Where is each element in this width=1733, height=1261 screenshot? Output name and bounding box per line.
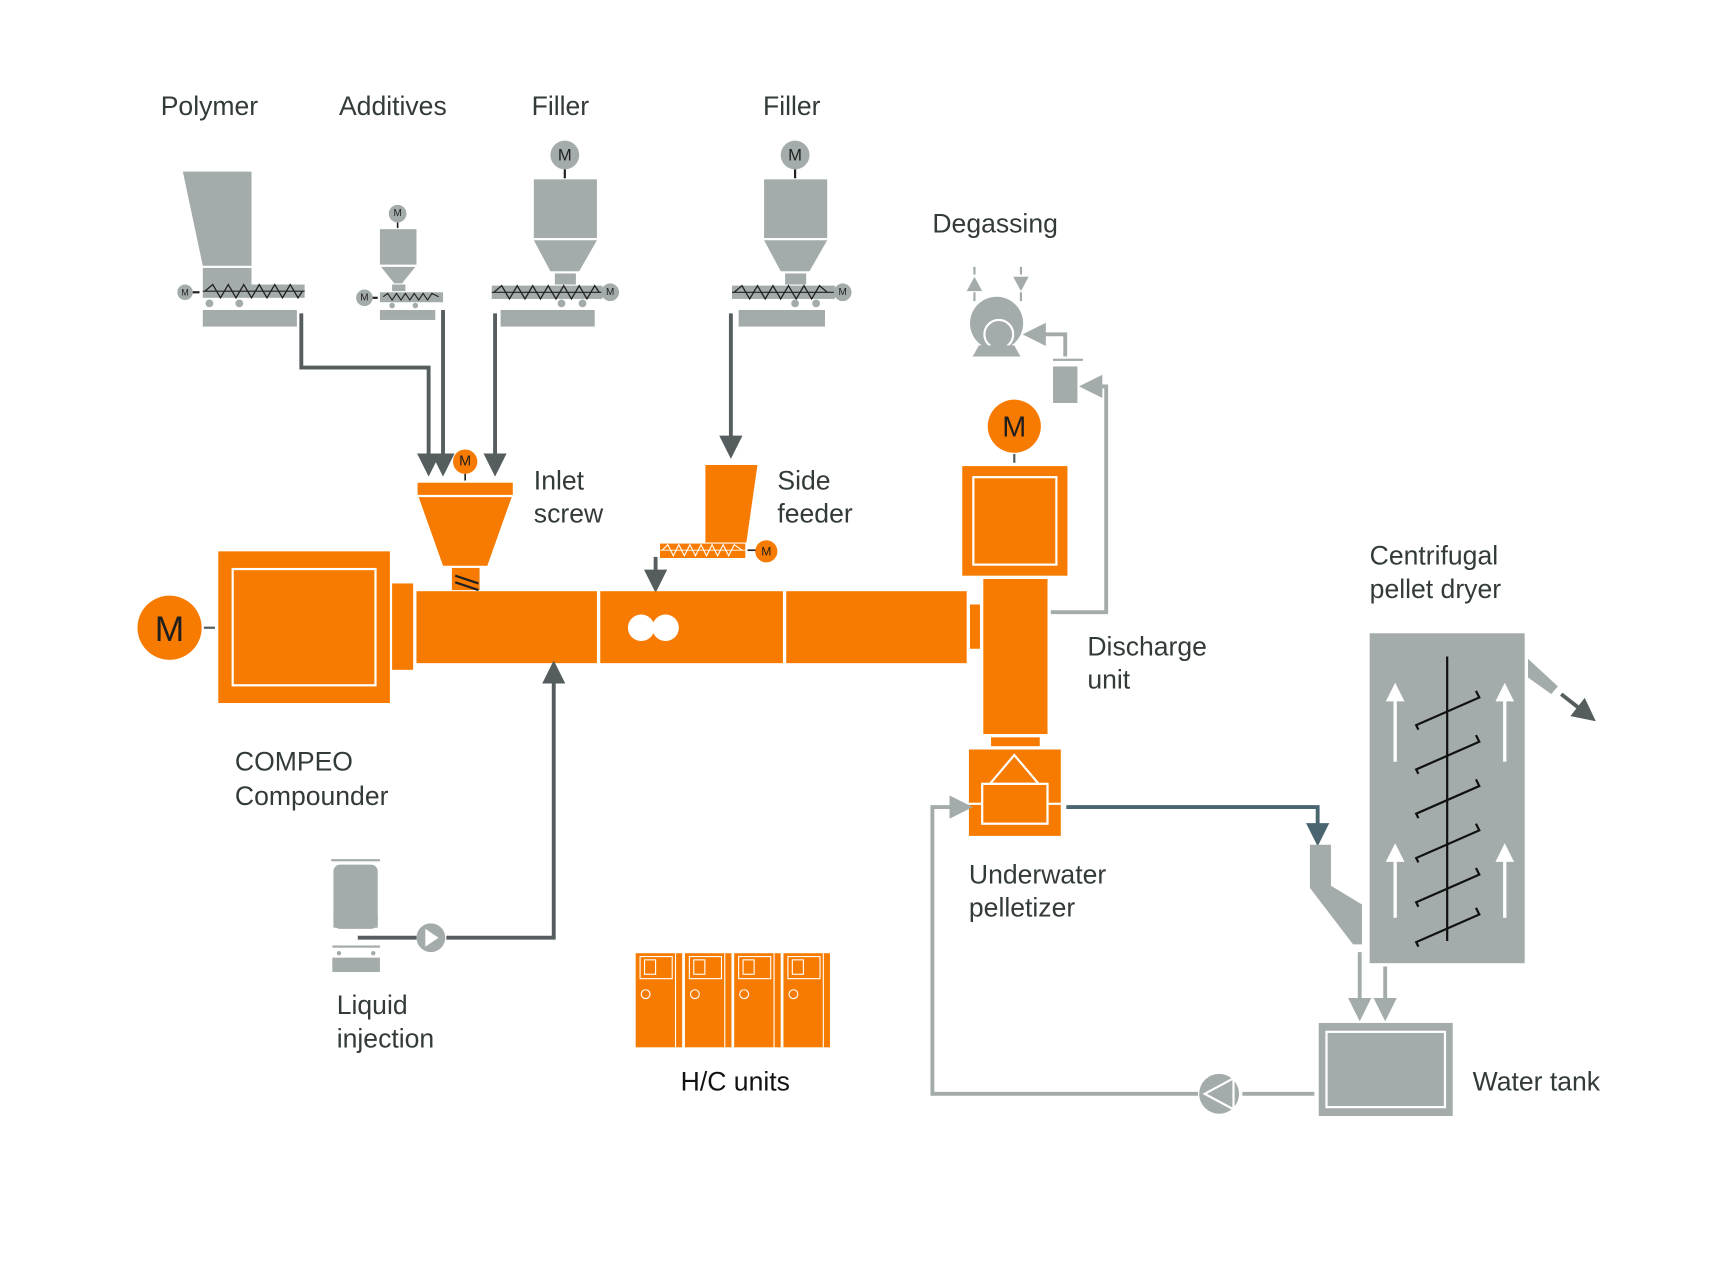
label-filler-2: Filler	[763, 91, 821, 121]
water-tank[interactable]	[1318, 1022, 1453, 1116]
additives-feeder[interactable]: M M	[356, 204, 444, 320]
label-water-tank: Water tank	[1473, 1067, 1601, 1097]
label-compounder-2: Compounder	[235, 781, 389, 811]
label-hc-units: H/C units	[681, 1067, 790, 1097]
label-side-feeder-1: Side	[777, 465, 830, 495]
motor-icon: M	[550, 140, 580, 170]
polymer-feed-line	[299, 313, 441, 477]
svg-text:M: M	[788, 145, 802, 164]
svg-text:M: M	[459, 454, 471, 470]
water-return-line	[930, 795, 1199, 1096]
label-side-feeder-2: feeder	[777, 499, 852, 529]
svg-text:M: M	[1002, 411, 1026, 443]
motor-icon: M	[356, 289, 373, 307]
hc-unit-cabinet[interactable]	[734, 953, 781, 1048]
hc-unit-cabinet[interactable]	[684, 953, 732, 1048]
motor-icon: M	[177, 284, 193, 301]
label-additives: Additives	[339, 91, 447, 121]
motor-icon: M	[780, 140, 810, 170]
label-polymer: Polymer	[161, 91, 259, 121]
filler-2-feeder[interactable]: M M	[731, 140, 852, 327]
barrel-section-2	[600, 591, 783, 664]
twin-screw-icon	[627, 614, 679, 642]
label-discharge-unit-1: Discharge	[1087, 631, 1207, 661]
label-discharge-unit-2: unit	[1087, 665, 1130, 695]
svg-text:M: M	[558, 145, 572, 164]
motor-icon: M	[137, 595, 202, 660]
degassing-unit[interactable]	[966, 266, 1083, 403]
svg-text:M: M	[360, 292, 368, 303]
label-liquid-injection-1: Liquid	[337, 990, 408, 1020]
polymer-hopper	[182, 171, 252, 266]
screw-icon	[733, 284, 828, 301]
airflow-arrows-icon	[1385, 682, 1515, 918]
barrel-section-3	[786, 591, 967, 664]
gearbox	[218, 551, 390, 704]
liquid-injection-line	[446, 660, 566, 940]
underwater-pelletizer[interactable]	[968, 749, 1061, 836]
label-pelletizer-2: pelletizer	[969, 893, 1075, 923]
label-degassing: Degassing	[932, 208, 1058, 238]
polymer-scale	[202, 309, 297, 327]
pellet-slurry-line	[1066, 805, 1330, 847]
inlet-screw[interactable]: M	[417, 449, 513, 592]
degassing-line	[1050, 374, 1109, 615]
label-inlet-screw-2: screw	[534, 499, 604, 529]
label-liquid-injection-2: injection	[337, 1023, 434, 1053]
discharge-unit[interactable]: M	[962, 399, 1068, 747]
svg-text:M: M	[606, 287, 614, 298]
polymer-feeder[interactable]: M	[177, 171, 305, 327]
svg-text:M: M	[155, 609, 185, 649]
screw-icon	[382, 292, 439, 302]
liquid-injection[interactable]	[331, 859, 380, 973]
hc-unit-cabinet[interactable]	[635, 953, 683, 1048]
label-compounder-1: COMPEO	[235, 747, 353, 777]
motor-icon: M	[987, 399, 1041, 453]
compounder[interactable]: M	[137, 551, 980, 704]
motor-icon: M	[601, 283, 620, 302]
screw-icon	[493, 284, 600, 301]
hc-unit-cabinet[interactable]	[783, 953, 830, 1048]
barrel-section-1	[416, 591, 597, 664]
motor-icon: M	[755, 540, 778, 563]
motor-icon: M	[833, 283, 852, 302]
side-feeder[interactable]: M	[660, 464, 778, 563]
hc-units[interactable]	[635, 953, 830, 1048]
centrifugal-dryer[interactable]	[1309, 633, 1558, 964]
label-dryer-1: Centrifugal	[1370, 541, 1498, 571]
filler-1-feeder[interactable]: M M	[491, 140, 620, 327]
label-filler-1: Filler	[532, 91, 590, 121]
dry-pellet-outlet	[1560, 692, 1596, 722]
screw-icon	[661, 543, 743, 558]
motor-icon: M	[388, 204, 407, 223]
svg-text:M: M	[181, 287, 188, 297]
svg-text:M: M	[839, 287, 847, 298]
svg-text:M: M	[761, 544, 771, 558]
label-dryer-2: pellet dryer	[1370, 574, 1502, 604]
condenser	[1053, 366, 1078, 403]
svg-text:M: M	[393, 208, 401, 219]
label-pelletizer-1: Underwater	[969, 859, 1106, 889]
water-pump-icon[interactable]	[1199, 1073, 1240, 1114]
vacuum-pump-icon	[970, 296, 1024, 357]
dosing-pump-icon[interactable]	[416, 923, 446, 953]
motor-icon: M	[452, 449, 478, 474]
rotor-blades-icon	[1414, 690, 1481, 948]
label-inlet-screw-1: Inlet	[534, 465, 585, 495]
